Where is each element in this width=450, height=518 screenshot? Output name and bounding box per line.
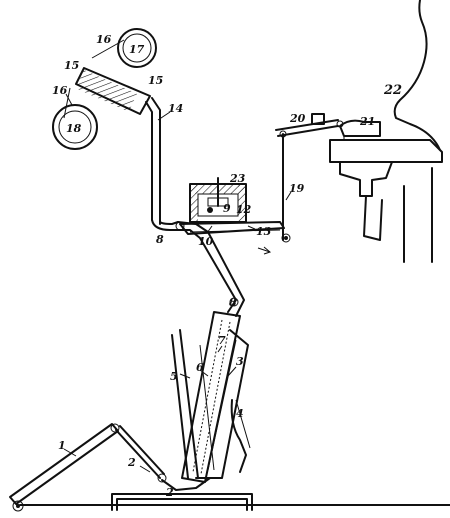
label-1: 1 [58, 439, 66, 452]
label-5: 5 [170, 370, 178, 383]
control-rod [275, 113, 344, 243]
roller-18 [52, 104, 98, 150]
label-4: 4 [236, 407, 244, 420]
label-22: 22 [383, 83, 402, 98]
label-21: 21 [359, 115, 375, 128]
link-rod [115, 425, 211, 491]
piston-tube [181, 311, 241, 483]
label-10: 10 [198, 235, 214, 248]
supply-pipe [145, 97, 179, 231]
roller-17 [117, 28, 157, 68]
label-15a: 15 [64, 59, 79, 72]
bracket [230, 399, 251, 473]
label-6: 6 [196, 361, 204, 374]
valve-box [189, 177, 247, 223]
label-9: 9 [223, 202, 231, 215]
label-7: 7 [218, 334, 226, 347]
label-3: 3 [236, 355, 244, 368]
label-8b: 8 [229, 296, 237, 309]
label-2a: 2 [127, 456, 136, 469]
label-17: 17 [129, 43, 145, 56]
label-19: 19 [289, 182, 305, 195]
label-8a: 8 [156, 233, 164, 246]
label-13: 13 [256, 225, 272, 238]
label-18: 18 [66, 122, 82, 135]
foot-pedal [9, 423, 120, 512]
machine-head [329, 119, 443, 241]
operator-outline [393, 0, 441, 263]
label-15b: 15 [148, 74, 163, 87]
label-2b: 2 [165, 486, 174, 499]
label-14: 14 [168, 102, 183, 115]
label-23: 23 [229, 172, 246, 185]
base-frame [19, 493, 450, 511]
label-12: 12 [236, 203, 252, 216]
leader-lines [63, 93, 292, 473]
reference-labels: 1 2 2 3 4 5 6 7 8 8 9 10 12 13 14 15 15 … [52, 33, 402, 499]
label-16a: 16 [96, 33, 112, 46]
label-20: 20 [289, 112, 306, 125]
label-16b: 16 [52, 84, 68, 97]
